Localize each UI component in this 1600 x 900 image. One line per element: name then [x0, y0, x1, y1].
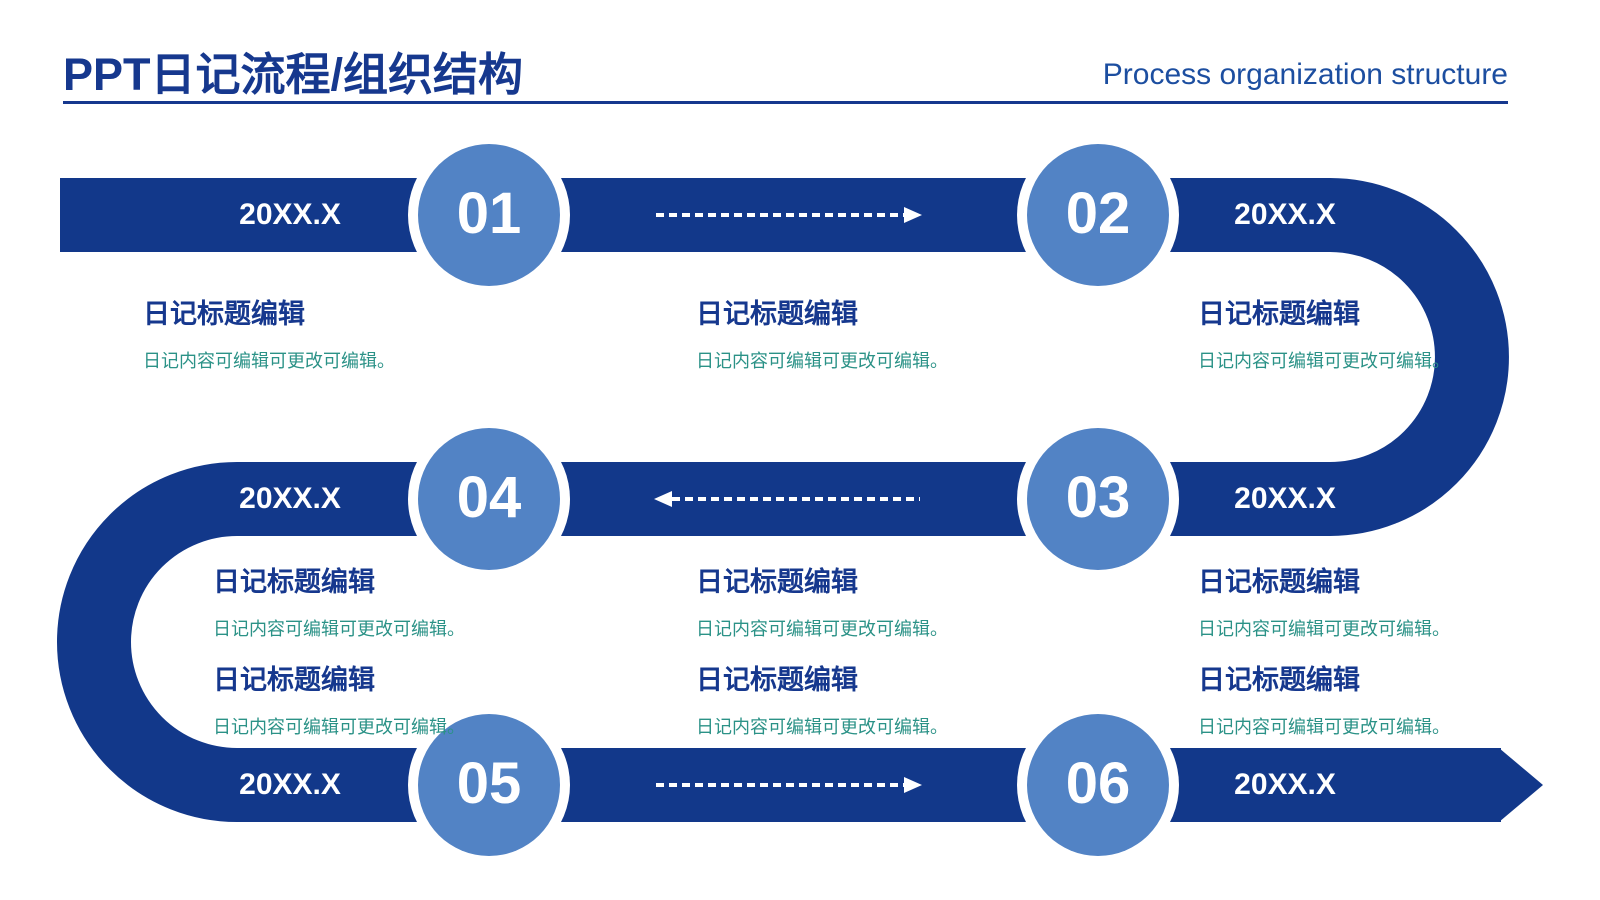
stage-number-03: 03 — [1065, 465, 1131, 531]
arrowhead-right-bottom — [904, 777, 922, 793]
stage-circle-02 — [1027, 144, 1169, 286]
entry-mid-lower-center: 日记标题编辑 日记内容可编辑可更改可编辑。 — [696, 658, 948, 739]
entry-title: 日记标题编辑 — [143, 299, 305, 329]
stage-number-01: 01 — [456, 181, 522, 247]
arrowhead-left-middle — [654, 491, 672, 507]
entry-mid-upper-right: 日记标题编辑 日记内容可编辑可更改可编辑。 — [1198, 560, 1450, 641]
stage-number-02: 02 — [1065, 181, 1131, 247]
entry-title: 日记标题编辑 — [696, 665, 858, 695]
stage-circle-01 — [418, 144, 560, 286]
page-title: PPT日记流程/组织结构 — [63, 49, 524, 100]
entry-title: 日记标题编辑 — [696, 299, 858, 329]
stage-date-05: 20XX.X — [239, 768, 341, 801]
stage-date-02: 20XX.X — [1234, 198, 1336, 231]
flow-arrows — [654, 207, 922, 793]
stage-number-04: 04 — [456, 465, 522, 531]
entry-body: 日记内容可编辑可更改可编辑。 — [696, 717, 948, 737]
stage-number-05: 05 — [456, 751, 522, 817]
entry-body: 日记内容可编辑可更改可编辑。 — [696, 619, 948, 639]
stage-circle-05 — [418, 714, 560, 856]
entry-title: 日记标题编辑 — [1198, 299, 1360, 329]
entry-top-right: 日记标题编辑 日记内容可编辑可更改可编辑。 — [1198, 292, 1450, 373]
stage-circles — [418, 144, 1169, 856]
entry-body: 日记内容可编辑可更改可编辑。 — [1198, 619, 1450, 639]
arrowhead-right-top — [904, 207, 922, 223]
entry-top-left: 日记标题编辑 日记内容可编辑可更改可编辑。 — [143, 292, 395, 373]
stage-number-06: 06 — [1065, 751, 1131, 817]
stage-date-01: 20XX.X — [239, 198, 341, 231]
entry-mid-upper-left: 日记标题编辑 日记内容可编辑可更改可编辑。 — [213, 560, 465, 641]
entry-title: 日记标题编辑 — [696, 567, 858, 597]
entry-body: 日记内容可编辑可更改可编辑。 — [1198, 351, 1450, 371]
stage-circle-03 — [1027, 428, 1169, 570]
snake-band — [57, 178, 1509, 822]
entry-title: 日记标题编辑 — [1198, 567, 1360, 597]
stage-circle-06 — [1027, 714, 1169, 856]
entry-top-center: 日记标题编辑 日记内容可编辑可更改可编辑。 — [696, 292, 948, 373]
title-divider — [63, 101, 1508, 104]
page-subtitle: Process organization structure — [1102, 58, 1508, 91]
stage-circle-04 — [418, 428, 560, 570]
entry-body: 日记内容可编辑可更改可编辑。 — [143, 351, 395, 371]
entry-mid-lower-left: 日记标题编辑 日记内容可编辑可更改可编辑。 — [213, 658, 465, 739]
stage-date-06: 20XX.X — [1234, 768, 1336, 801]
stage-date-04: 20XX.X — [239, 482, 341, 515]
entry-body: 日记内容可编辑可更改可编辑。 — [696, 351, 948, 371]
entry-body: 日记内容可编辑可更改可编辑。 — [213, 619, 465, 639]
entry-title: 日记标题编辑 — [213, 567, 375, 597]
band-arrowhead — [1499, 748, 1543, 822]
entry-mid-upper-center: 日记标题编辑 日记内容可编辑可更改可编辑。 — [696, 560, 948, 641]
entry-body: 日记内容可编辑可更改可编辑。 — [1198, 717, 1450, 737]
stage-date-03: 20XX.X — [1234, 482, 1336, 515]
entry-body: 日记内容可编辑可更改可编辑。 — [213, 717, 465, 737]
entry-mid-lower-right: 日记标题编辑 日记内容可编辑可更改可编辑。 — [1198, 658, 1450, 739]
entry-title: 日记标题编辑 — [213, 665, 375, 695]
entry-title: 日记标题编辑 — [1198, 665, 1360, 695]
